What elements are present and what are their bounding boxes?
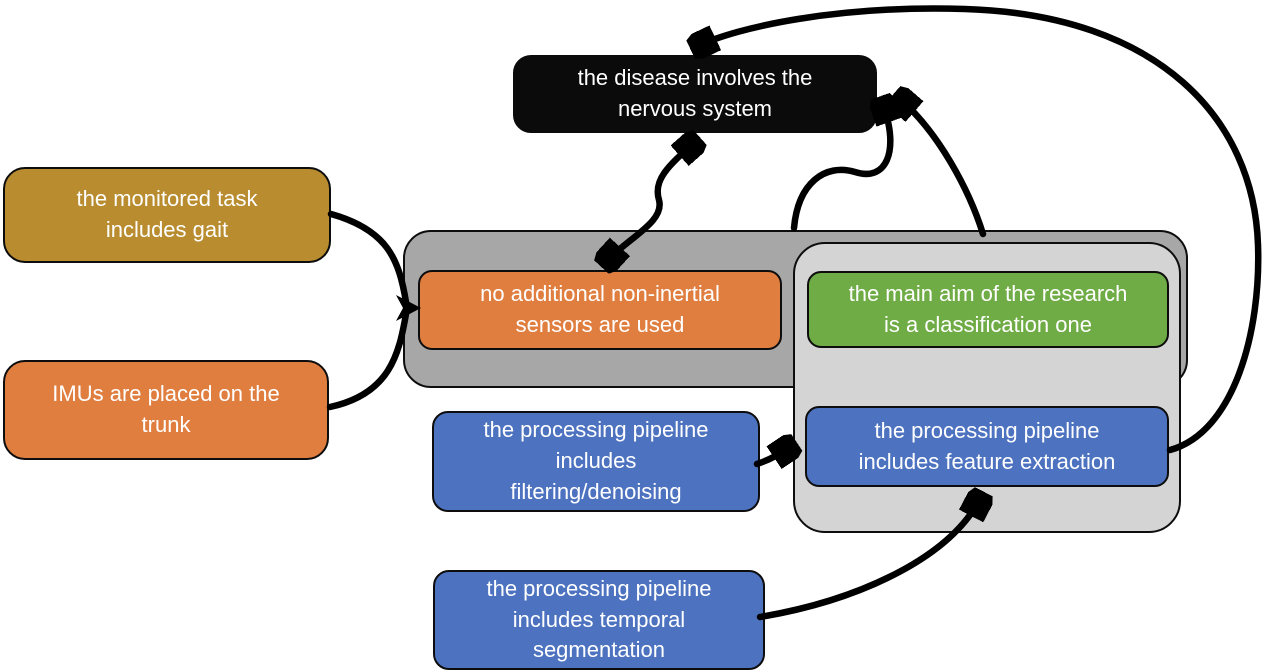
arrow-classification-group-to-disease (900, 99, 987, 238)
node-monitored-task-gait: the monitored task includes gait (3, 167, 331, 263)
node-feature-extraction: the processing pipeline includes feature… (805, 406, 1169, 487)
node-no-additional-sensors: no additional non-inertial sensors are u… (418, 270, 782, 350)
node-imus-on-trunk: IMUs are placed on the trunk (3, 360, 329, 460)
node-classification-aim: the main aim of the research is a classi… (807, 271, 1169, 348)
arrow-gait-to-sensors (327, 210, 410, 306)
arrow-imu-to-sensors (326, 310, 410, 411)
arrow-filtering-to-feature-extraction (753, 447, 790, 464)
node-temporal-segmentation: the processing pipeline includes tempora… (433, 570, 765, 670)
node-filtering-denoising: the processing pipeline includes filteri… (432, 411, 760, 512)
node-disease-nervous-system: the disease involves the nervous system (513, 55, 877, 133)
